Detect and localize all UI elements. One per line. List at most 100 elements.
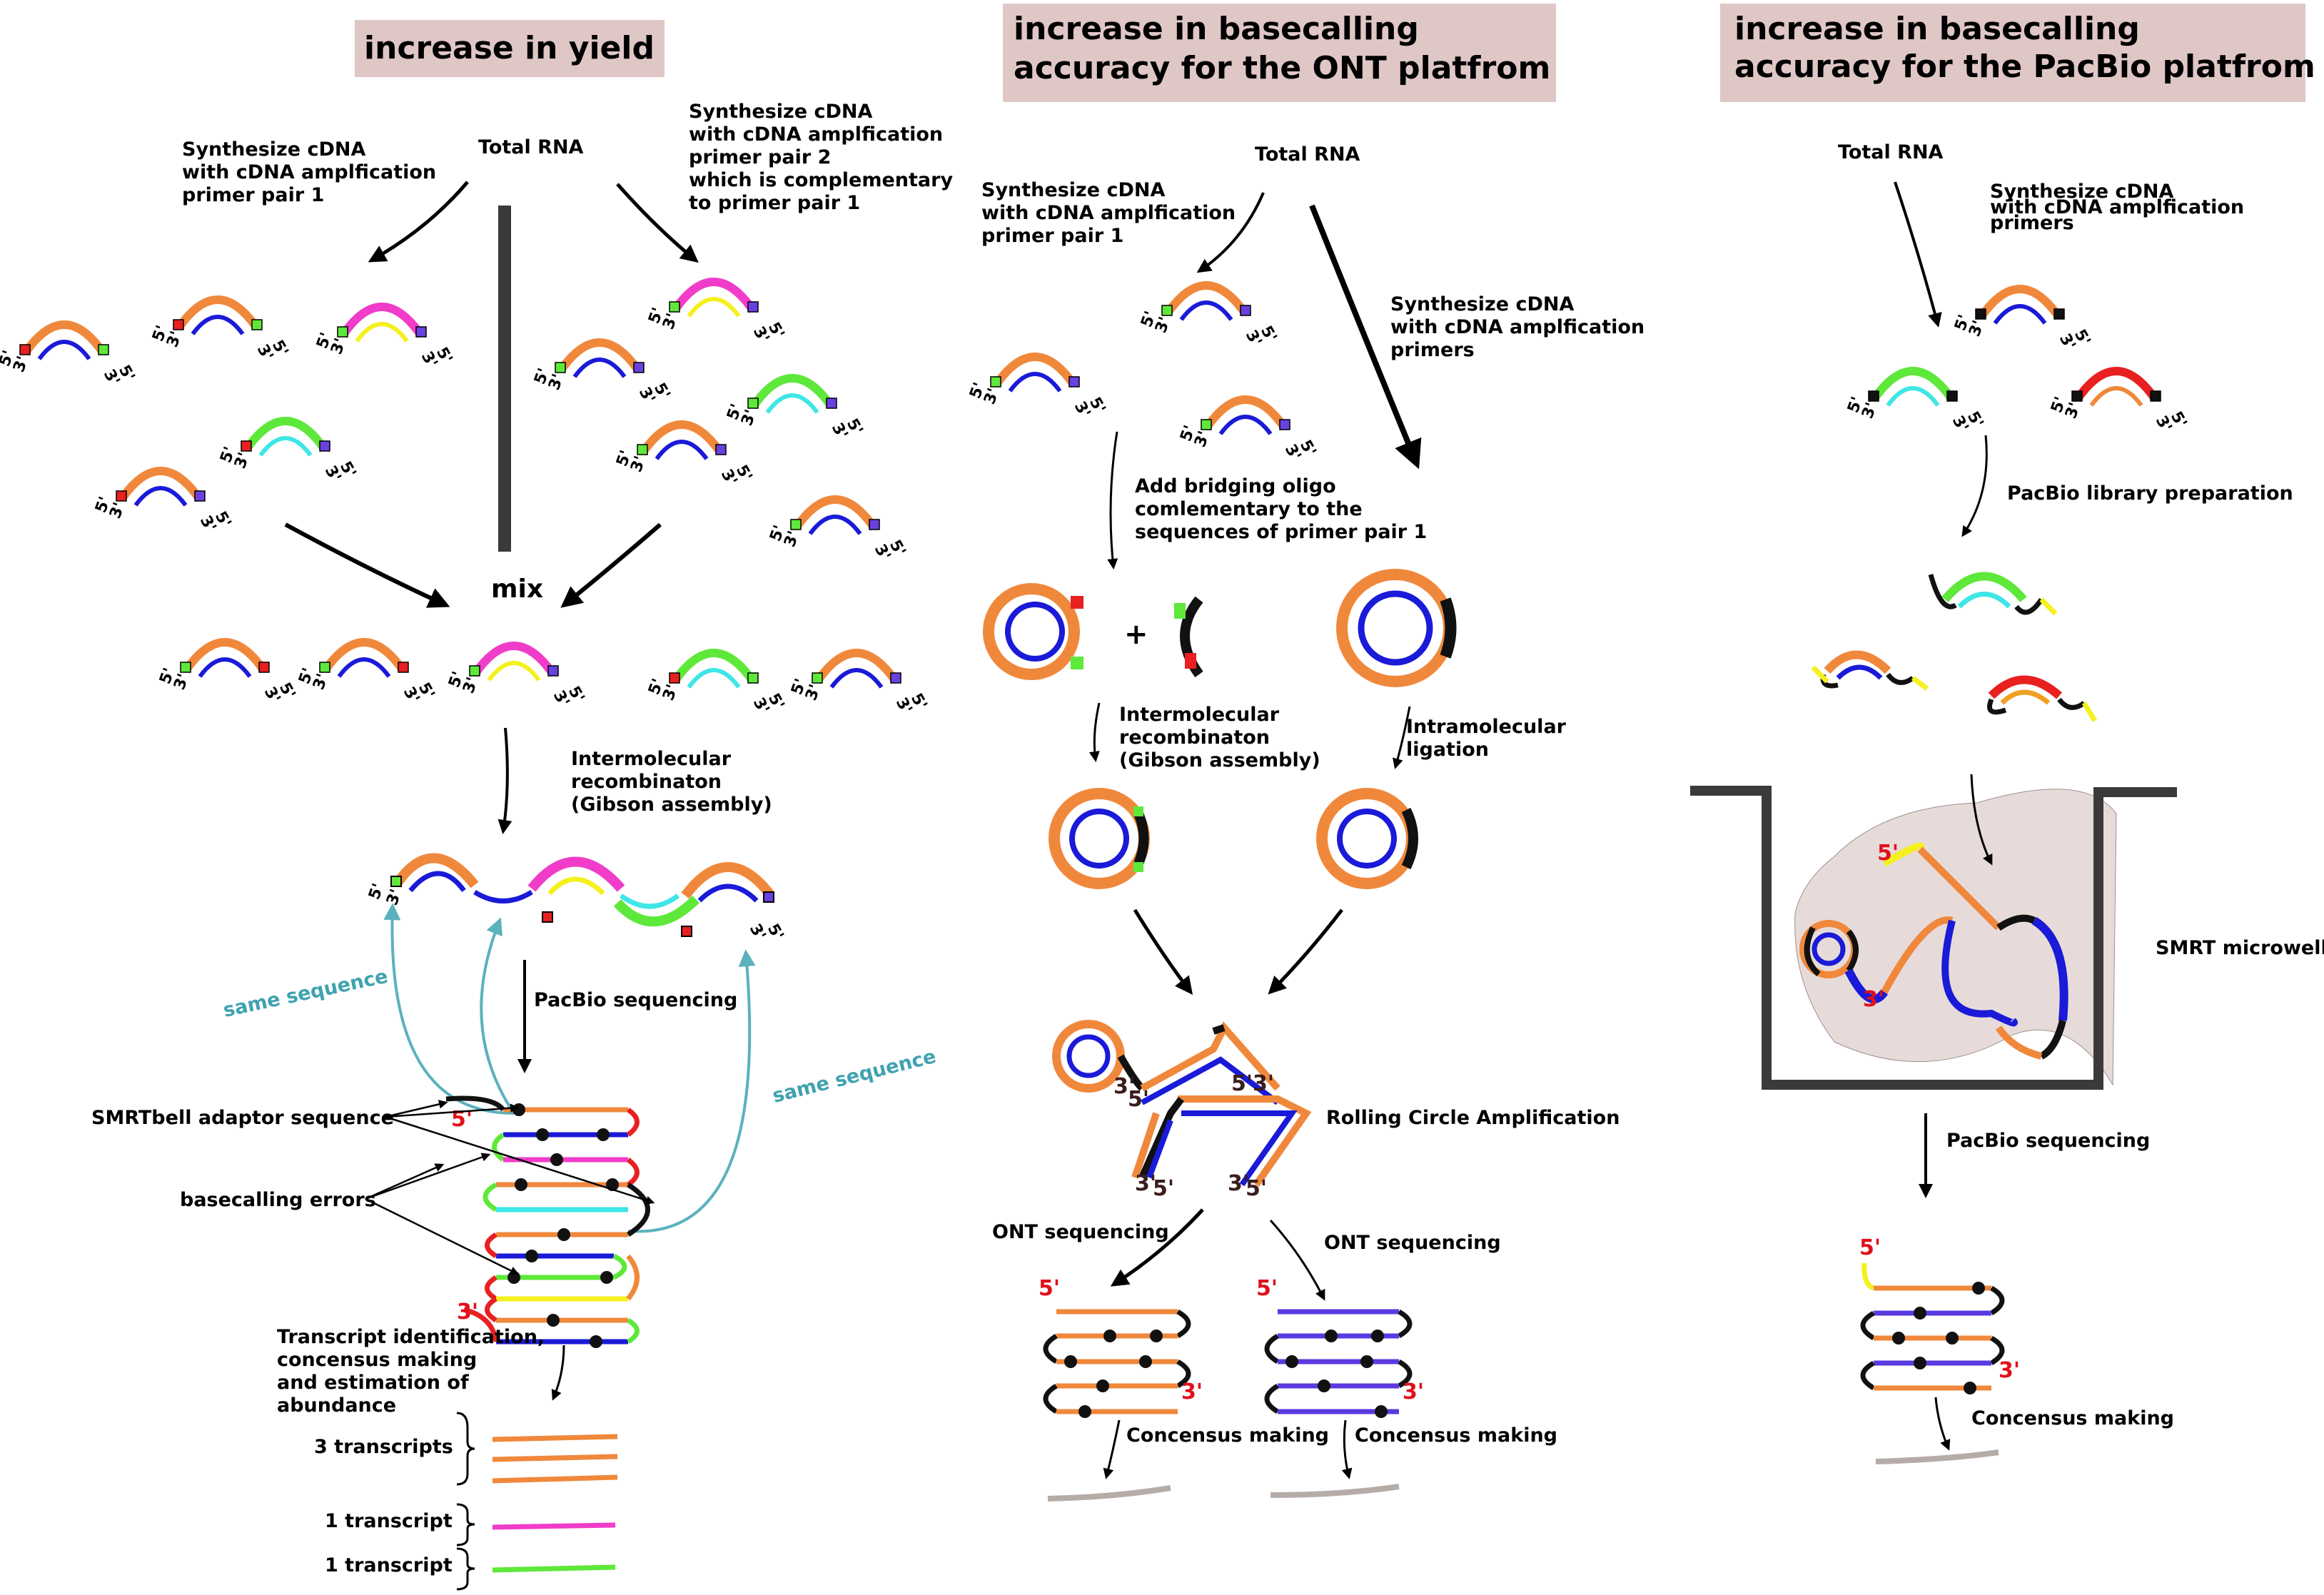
ont-recomb-line3: (Gibson assembly) xyxy=(1119,749,1320,771)
smrt-microwell: 5' 3' xyxy=(1690,786,2177,1090)
yield-arrow-left xyxy=(368,181,469,263)
ont-circle-right xyxy=(1336,569,1457,687)
yield-concatemer: 5' 3' 3' 5' xyxy=(365,853,787,944)
adaptor-pointer-3 xyxy=(385,1115,655,1205)
title-yield: increase in yield xyxy=(364,30,655,66)
ont-arrow-consensus-right xyxy=(1341,1419,1353,1479)
ont-arrow-consensus-left xyxy=(1103,1419,1121,1479)
cdna-molecule: 5'3'3'5' xyxy=(149,295,291,364)
ont-rca-product: 3' 5' 5' 3' 3' 5' 3' 5' xyxy=(1052,1020,1312,1201)
yield-arrow-transcripts xyxy=(551,1345,565,1401)
ont-bridging-line3: sequences of primer pair 1 xyxy=(1135,521,1427,543)
transcript-step-line2: concensus making xyxy=(277,1349,477,1371)
title-pacbio-line2: accuracy for the PacBio platfrom xyxy=(1734,49,2315,85)
errors-pointer-1 xyxy=(365,1163,445,1200)
concat-end-3: 3' xyxy=(383,887,405,908)
cdna-molecule: 5'3'3'5' xyxy=(217,417,359,485)
adaptor-pointer-1 xyxy=(385,1100,448,1118)
yield-left-step: Synthesize cDNA with cDNA amplfication p… xyxy=(182,138,436,206)
well-end-3: 3' xyxy=(1863,987,1884,1012)
title-ont-line1: increase in basecalling xyxy=(1014,11,1419,47)
ont-reads-right: 5' 3' xyxy=(1256,1276,1424,1418)
ont-recombination-label: Intermolecular recombinaton (Gibson asse… xyxy=(1119,704,1320,771)
errors-pointer-3 xyxy=(365,1197,520,1275)
ont-reads-left: 5' 3' xyxy=(1039,1276,1203,1418)
ont-ligation-line2: ligation xyxy=(1406,739,1489,761)
yield-right-step-line3: primer pair 2 xyxy=(689,146,831,168)
rca-end-3d: 3' xyxy=(1228,1171,1249,1196)
pacbio-total-rna: Total RNA xyxy=(1838,141,1944,163)
cdna-molecule: 5'3'3'5' xyxy=(645,649,787,717)
ont-recomb-line2: recombinaton xyxy=(1119,726,1270,749)
pacbio-consensus-line xyxy=(1875,1449,1999,1464)
cdna-molecule: 5'3'3'5' xyxy=(724,374,866,442)
ont-consensus-right-label: Concensus making xyxy=(1355,1424,1557,1447)
yield-total-rna: Total RNA xyxy=(478,136,584,158)
yield-left-step-line1: Synthesize cDNA xyxy=(182,138,365,161)
cdna-molecule: 5'3'3'5' xyxy=(531,338,673,407)
ont-arrow-recomb xyxy=(1088,702,1101,762)
adaptor-pointer-2 xyxy=(385,1103,520,1118)
yield-mix-label: mix xyxy=(491,574,543,604)
title-box-ont xyxy=(1003,4,1556,102)
ont-rca-label: Rolling Circle Amplification xyxy=(1326,1107,1620,1129)
cdna-molecule: 5'3'3'5' xyxy=(1138,281,1280,350)
ont-right-step-line1: Synthesize cDNA xyxy=(1390,293,1574,315)
rca-end-3b: 3' xyxy=(1253,1071,1274,1096)
concat-end-5b: 5' xyxy=(764,921,787,944)
transcripts-count-1b: 1 transcript xyxy=(325,1554,453,1576)
ont-circle-left xyxy=(983,583,1083,680)
ont-circle-product-left xyxy=(1049,788,1150,889)
ont-ligation-label: Intramolecular ligation xyxy=(1406,716,1567,761)
teal-arrow-right xyxy=(627,949,756,1233)
pacbio-step-line1: Synthesize cDNA xyxy=(1990,181,2173,203)
ont-arrow-seq-left xyxy=(1110,1208,1204,1287)
yield-recombination-label: Intermolecular recombinaton (Gibson asse… xyxy=(571,748,772,816)
yield-errors-label: basecalling errors xyxy=(180,1189,376,1211)
pacbio-consensus-label: Concensus making xyxy=(1971,1407,2174,1429)
yield-adaptor-label: SMRTbell adaptor sequence xyxy=(91,1107,394,1129)
pacbio-microwell-label: SMRT microwell xyxy=(2156,937,2324,959)
title-box-yield xyxy=(355,20,665,77)
rca-end-5c: 5' xyxy=(1153,1176,1174,1201)
cdna-molecule: 5'3'3'5' xyxy=(2048,367,2190,435)
well-end-5: 5' xyxy=(1877,841,1899,866)
cdna-molecule: 5'3'3'5' xyxy=(645,278,787,346)
cdna-molecule: 5'3'3'5' xyxy=(1844,367,1986,435)
ont-consensus-right-line xyxy=(1270,1484,1400,1498)
ont-consensus-left-line xyxy=(1047,1485,1171,1502)
yield-left-step-line3: primer pair 1 xyxy=(182,184,324,206)
ont-right-step: Synthesize cDNA with cDNA amplfication p… xyxy=(1390,293,1645,361)
ont-arrow-right xyxy=(1309,204,1422,470)
pacbio-reads-end-5: 5' xyxy=(1859,1235,1881,1260)
rca-end-5d: 5' xyxy=(1246,1176,1267,1201)
yield-arrow-right xyxy=(616,183,699,263)
ont-arrow-ligation xyxy=(1393,706,1411,769)
ont-seq-left-label: ONT sequencing xyxy=(992,1221,1169,1243)
pacbio-library-label: PacBio library preparation xyxy=(2007,482,2293,505)
transcripts-count-1a: 1 transcript xyxy=(325,1510,453,1532)
ont-arrow-rca-right xyxy=(1268,908,1343,995)
cdna-molecule: 5'3'3'5' xyxy=(1951,285,2093,353)
ont-bridging-oligo xyxy=(1174,596,1203,678)
ont-total-rna: Total RNA xyxy=(1255,143,1360,166)
ont-left-step-line1: Synthesize cDNA xyxy=(981,179,1165,201)
cdna-molecule: 5'3'3'5' xyxy=(92,467,234,535)
stack-end-3: 3' xyxy=(457,1300,478,1325)
yield-same-sequence-right: same sequence xyxy=(770,1045,938,1108)
ont-bridging-line2: comlementary to the xyxy=(1135,498,1363,520)
ont-right-step-line2: with cDNA amplfication xyxy=(1390,316,1645,338)
transcripts-count-3: 3 transcripts xyxy=(314,1436,453,1458)
ont-right-end-3: 3' xyxy=(1403,1379,1424,1404)
ont-right-step-line3: primers xyxy=(1390,339,1475,361)
yield-transcript-step: Transcript identification, concensus mak… xyxy=(277,1326,545,1417)
ont-left-step-line3: primer pair 1 xyxy=(981,225,1123,247)
teal-arrow-left2 xyxy=(480,917,515,1115)
yield-right-step-line2: with cDNA amplfication xyxy=(689,123,943,146)
ont-bridging-line1: Add bridging oligo xyxy=(1135,475,1336,497)
ont-left-end-5: 5' xyxy=(1039,1276,1060,1301)
pacbio-arrow-consensus xyxy=(1934,1397,1951,1451)
cdna-molecule: 5'3'3'5' xyxy=(613,420,755,489)
yield-arrow-mix-left xyxy=(284,522,450,608)
